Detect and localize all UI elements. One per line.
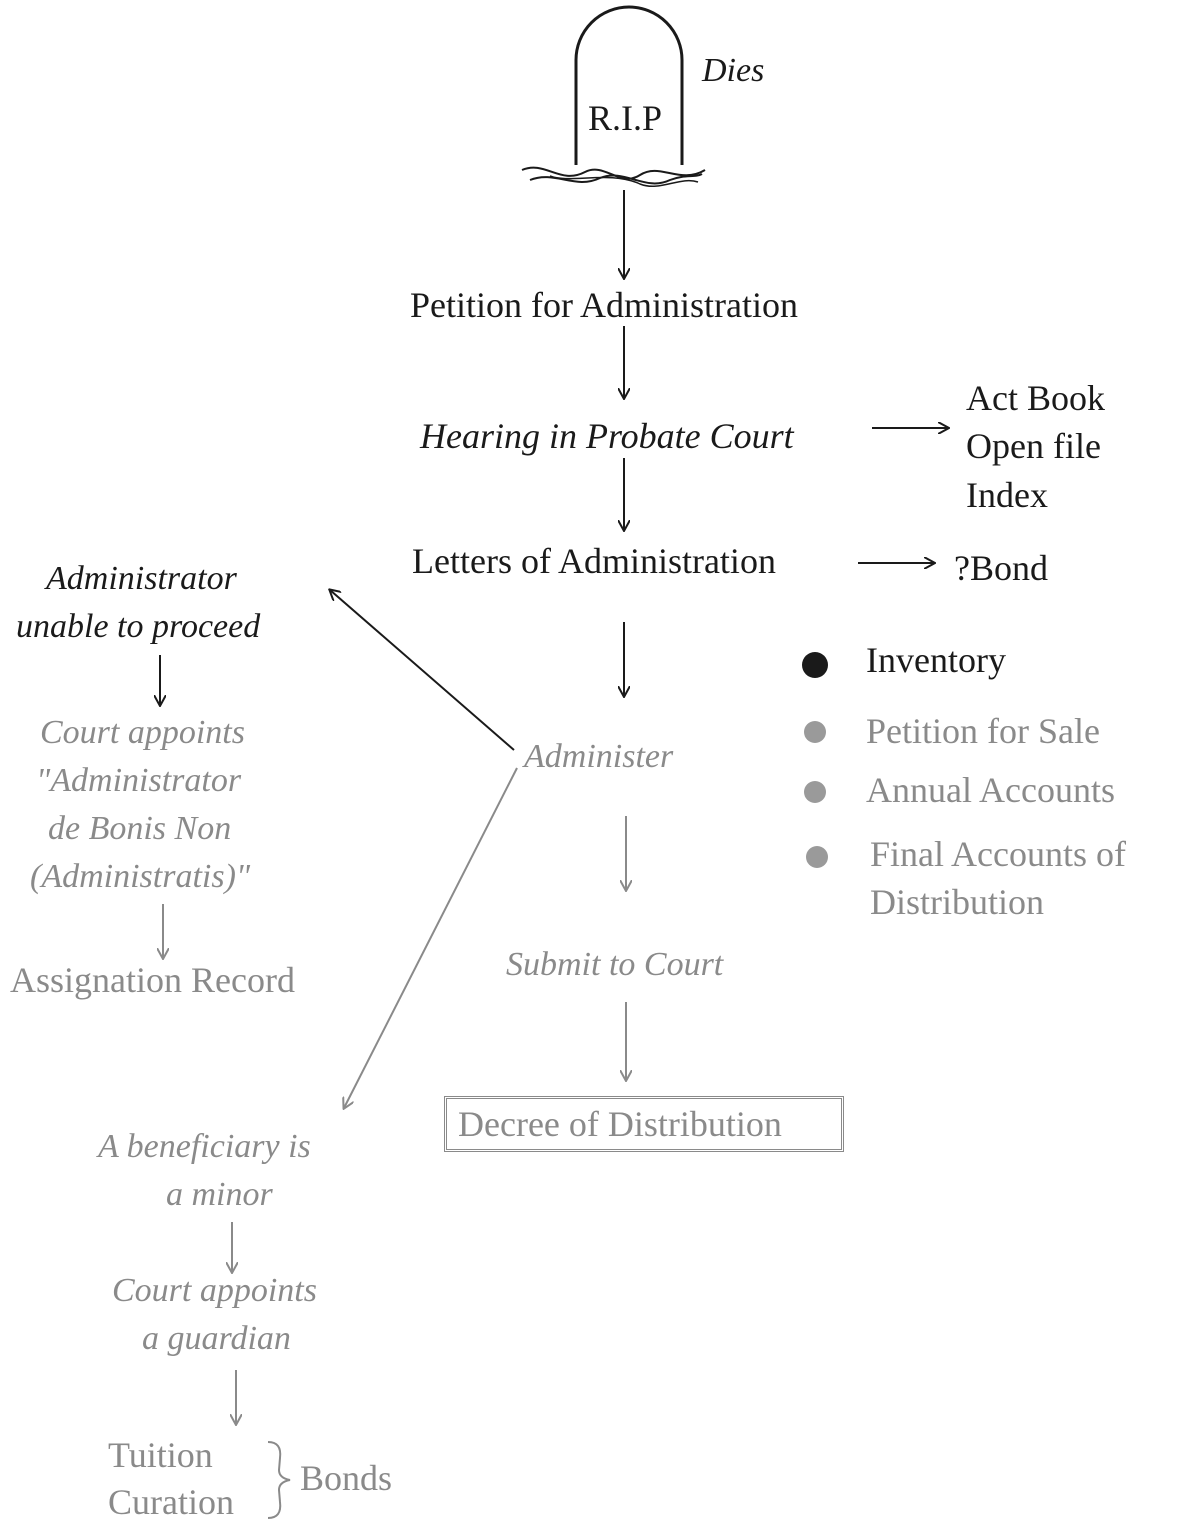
administrator-unable-line1: Administrator — [46, 560, 237, 597]
administer-item-distribution: Distribution — [870, 882, 1045, 922]
hearing-output-index: Index — [966, 475, 1048, 515]
court-appoints-line1: Court appoints — [40, 714, 245, 751]
administer-item-final-accounts: Final Accounts of — [870, 834, 1126, 874]
curation-label: Curation — [108, 1482, 234, 1522]
bullet-icon — [806, 846, 828, 868]
administer-label: Administer — [524, 738, 674, 775]
beneficiary-minor-line2: a minor — [166, 1176, 273, 1213]
hearing-output-open-file: Open file — [966, 426, 1101, 466]
administer-item-petition-for-sale: Petition for Sale — [866, 711, 1100, 751]
tuition-label: Tuition — [108, 1435, 213, 1475]
assignation-record: Assignation Record — [10, 960, 295, 1000]
administer-item-annual-accounts: Annual Accounts — [866, 770, 1115, 810]
bonds-brace — [267, 1441, 291, 1519]
court-appoints-line2: "Administrator — [36, 762, 242, 799]
bullet-icon — [804, 781, 826, 803]
submit-to-court: Submit to Court — [506, 946, 724, 983]
petition-for-administration: Petition for Administration — [410, 285, 798, 325]
decree-box — [444, 1096, 844, 1152]
dies-label: Dies — [702, 52, 765, 89]
court-appoints-line3: de Bonis Non — [48, 810, 232, 847]
bullet-icon — [804, 721, 826, 743]
arrow-administer-to-minor — [344, 767, 518, 1108]
decree-of-distribution: Decree of Distribution — [458, 1104, 782, 1144]
hearing-output-act-book: Act Book — [966, 378, 1105, 418]
tombstone-icon — [521, 5, 706, 188]
administer-item-inventory: Inventory — [866, 640, 1006, 680]
guardian-line1: Court appoints — [112, 1272, 317, 1309]
letters-of-administration: Letters of Administration — [412, 541, 776, 581]
arrow-administer-to-unable — [330, 590, 515, 751]
administrator-unable-line2: unable to proceed — [16, 608, 261, 645]
court-appoints-line4: (Administratis)" — [30, 858, 251, 895]
bullet-icon — [802, 652, 828, 678]
tombstone-text: R.I.P — [588, 98, 663, 138]
beneficiary-minor-line1: A beneficiary is — [98, 1128, 311, 1165]
bond-label: ?Bond — [954, 548, 1048, 588]
bonds-label: Bonds — [300, 1458, 393, 1498]
guardian-line2: a guardian — [142, 1320, 291, 1357]
hearing-in-probate-court: Hearing in Probate Court — [420, 416, 794, 456]
